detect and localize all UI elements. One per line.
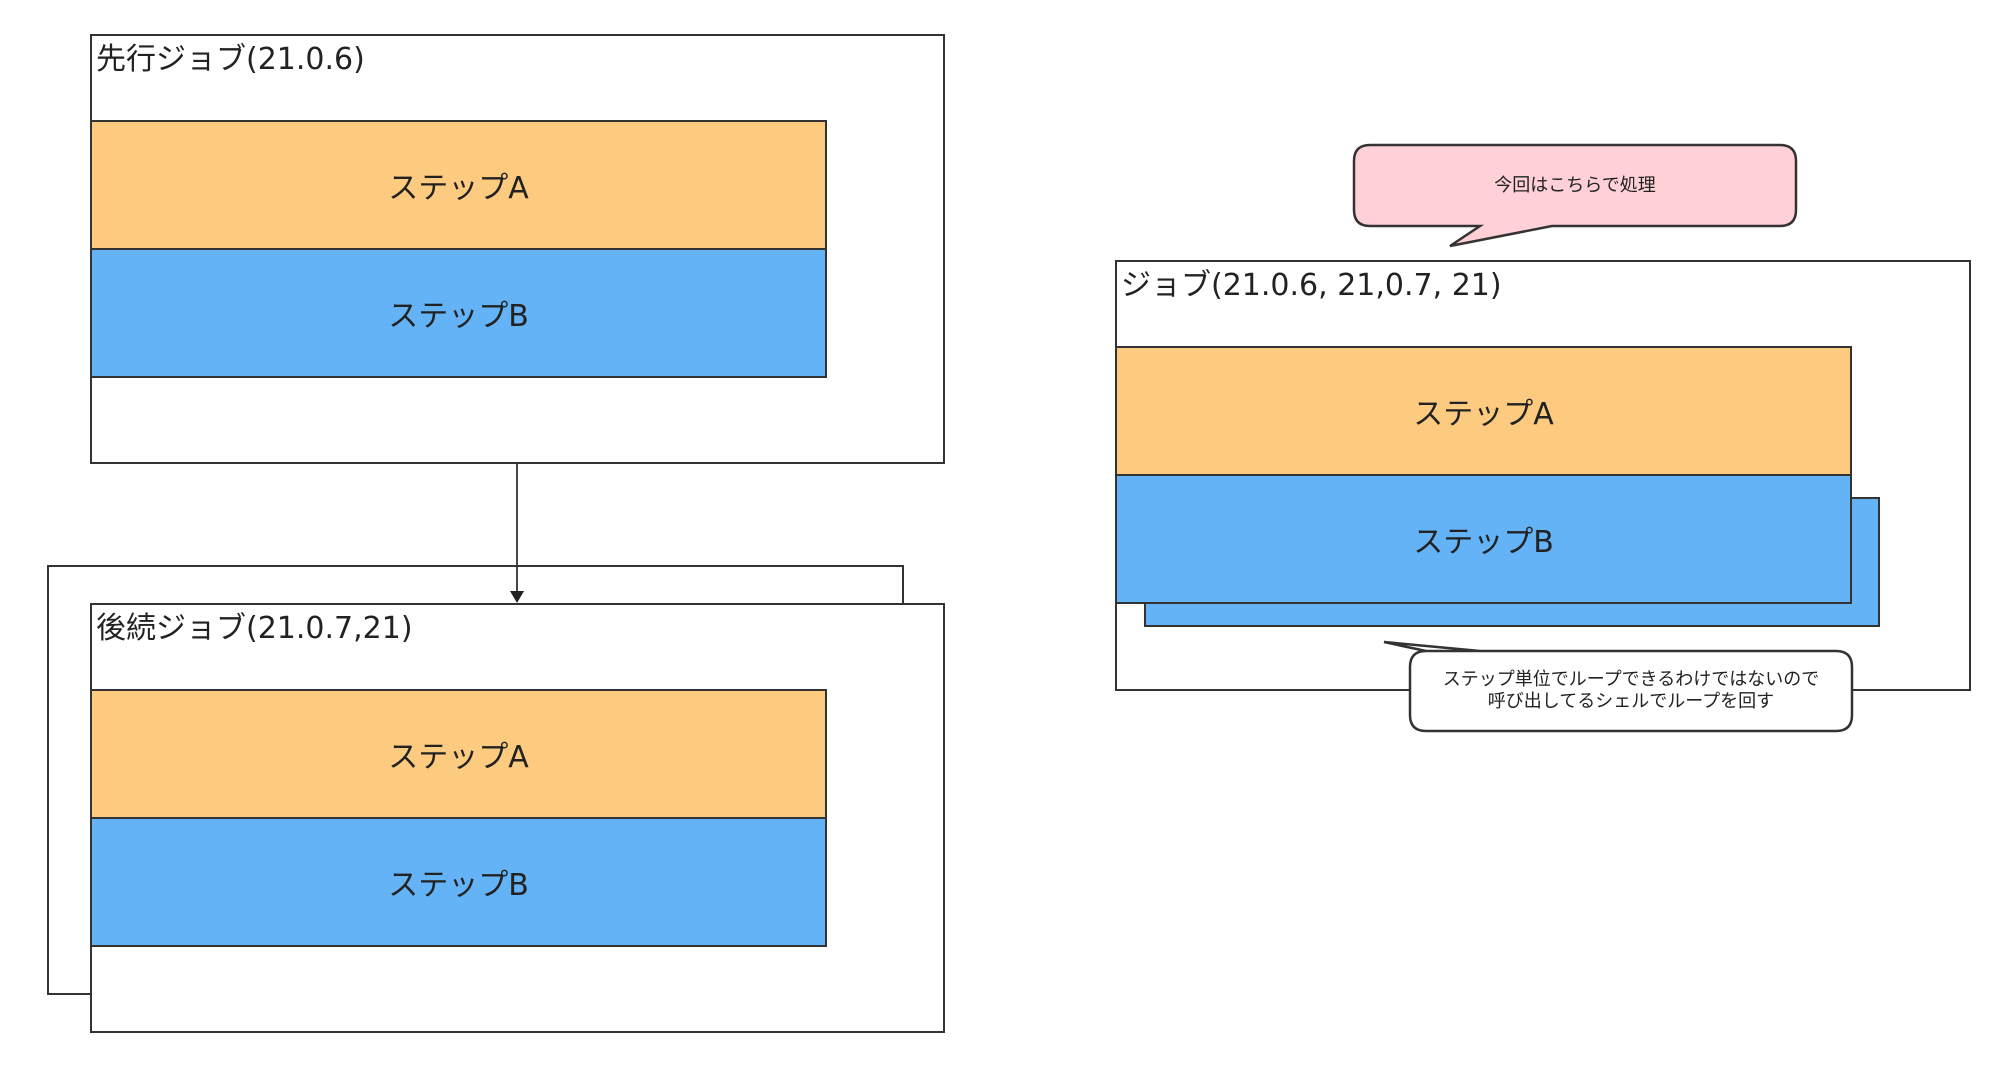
following-job-title: 後続ジョブ(21.0.7,21) [96,611,413,646]
combined-job-step-a[interactable]: ステップA [1115,346,1852,476]
callout-bottom-shape [1383,640,1854,733]
callout-bottom-text: ステップ単位でループできるわけではないので 呼び出してるシェルでループを回す [1410,651,1852,731]
following-job-step-b[interactable]: ステップB [90,817,827,947]
callout-top-text: 今回はこちらで処理 [1354,145,1796,226]
preceding-job-step-b[interactable]: ステップB [90,248,827,378]
following-job-step-a[interactable]: ステップA [90,689,827,819]
callout-top-shape [1352,143,1798,248]
connector-arrowhead [510,591,524,603]
callout-bottom-line-1: ステップ単位でループできるわけではないので [1442,669,1820,690]
combined-job-title: ジョブ(21.0.6, 21,0.7, 21) [1121,268,1502,303]
callout-bottom-line-2: 呼び出してるシェルでループを回す [1487,691,1775,712]
preceding-job-title: 先行ジョブ(21.0.6) [96,42,365,77]
combined-job-step-b[interactable]: ステップB [1115,474,1852,604]
callout-top-label: 今回はこちらで処理 [1494,174,1656,196]
